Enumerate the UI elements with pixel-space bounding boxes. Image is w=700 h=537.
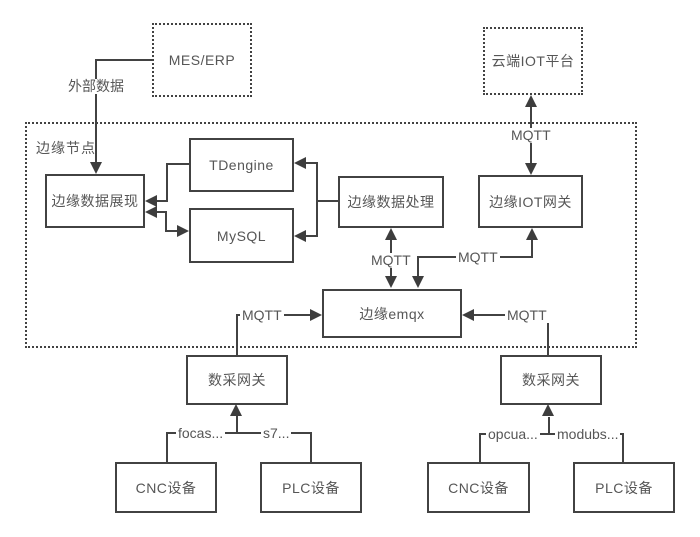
connector-processing-tdengine-h <box>306 162 318 164</box>
node-edge-iot-gateway: 边缘IOT网关 <box>478 175 583 228</box>
connector-daqleft-emqx-v <box>236 314 238 355</box>
connector-mes-display-v <box>95 59 97 164</box>
arrowhead-into-iot-gateway <box>525 163 537 175</box>
arrowhead-into-processing <box>385 228 397 240</box>
connector-tdengine-display-h1 <box>166 163 189 165</box>
edge-label-mqtt-iot-gateway: MQTT <box>456 249 500 265</box>
edge-node-container <box>25 122 637 348</box>
arrowhead-into-daq-gateway-left <box>230 404 242 416</box>
arrowhead-into-mysql-right <box>294 230 306 242</box>
arrowhead-into-display <box>90 162 102 174</box>
node-edge-data-display: 边缘数据展现 <box>45 174 145 228</box>
edge-label-opcua: opcua... <box>486 426 540 442</box>
edge-label-mqtt-gateway-left: MQTT <box>240 307 284 323</box>
edge-label-s7: s7... <box>261 425 292 441</box>
connector-processing-trunk-h <box>316 200 338 202</box>
connector-tdengine-display-v <box>166 163 168 202</box>
edge-label-mqtt-cloud: MQTT <box>509 127 553 143</box>
node-cloud-iot-platform: 云端IOT平台 <box>483 27 583 95</box>
node-tdengine: TDengine <box>189 138 294 192</box>
arrowhead-into-iot-gateway-bottom <box>526 228 538 240</box>
connector-left-devices-h <box>166 432 312 434</box>
node-edge-data-processing: 边缘数据处理 <box>338 176 444 228</box>
connector-cnc-right-v <box>479 433 481 462</box>
arrowhead-into-tdengine <box>294 157 306 169</box>
connector-right-devices-h <box>479 433 624 435</box>
connector-daqright-emqx-v <box>547 314 549 355</box>
connector-tdengine-display-h2 <box>157 200 167 202</box>
connector-plc-right-v <box>622 433 624 462</box>
edge-label-modbus: modubs... <box>555 426 621 442</box>
connector-display-mysql-h2 <box>165 230 179 232</box>
arrowhead-into-emqx-top-left <box>385 276 397 288</box>
edge-node-container-label: 边缘节点 <box>36 140 96 156</box>
connector-plc-left-v <box>310 432 312 462</box>
node-daq-gateway-right: 数采网关 <box>500 355 602 405</box>
node-edge-emqx: 边缘emqx <box>322 289 462 338</box>
node-mysql: MySQL <box>189 208 294 263</box>
connector-processing-trunk-v <box>316 162 318 237</box>
connector-emqx-iotgw-v2 <box>531 238 533 258</box>
connector-emqx-iotgw-v1 <box>417 256 419 278</box>
arrowhead-into-display-top <box>145 195 157 207</box>
arrowhead-into-emqx-left <box>310 309 322 321</box>
edge-label-external-data: 外部数据 <box>66 78 126 94</box>
connector-display-mysql-v <box>165 211 167 232</box>
arrowhead-into-emqx-top-right <box>412 276 424 288</box>
arrowhead-into-daq-gateway-right <box>542 404 554 416</box>
edge-label-focas: focas... <box>176 425 226 441</box>
arrowhead-into-cloud <box>525 95 537 107</box>
node-cnc-left: CNC设备 <box>115 462 217 513</box>
connector-left-merge-stub <box>236 416 238 434</box>
arrowhead-into-mysql-left <box>177 225 189 237</box>
connector-cnc-left-v <box>166 432 168 462</box>
node-mes-erp: MES/ERP <box>152 23 252 97</box>
arrowhead-into-display-bottom <box>145 206 157 218</box>
node-plc-right: PLC设备 <box>573 462 675 513</box>
connector-processing-mysql-h <box>306 235 318 237</box>
connector-right-merge-stub <box>548 417 550 434</box>
node-daq-gateway-left: 数采网关 <box>186 355 288 405</box>
edge-label-mqtt-gateway-right: MQTT <box>505 307 549 323</box>
connector-mes-display-h <box>95 59 153 61</box>
edge-label-mqtt-processing: MQTT <box>369 252 413 268</box>
node-plc-left: PLC设备 <box>260 462 362 513</box>
arrowhead-into-emqx-right <box>462 309 474 321</box>
connector-display-mysql-h1 <box>157 211 167 213</box>
node-cnc-right: CNC设备 <box>427 462 530 513</box>
